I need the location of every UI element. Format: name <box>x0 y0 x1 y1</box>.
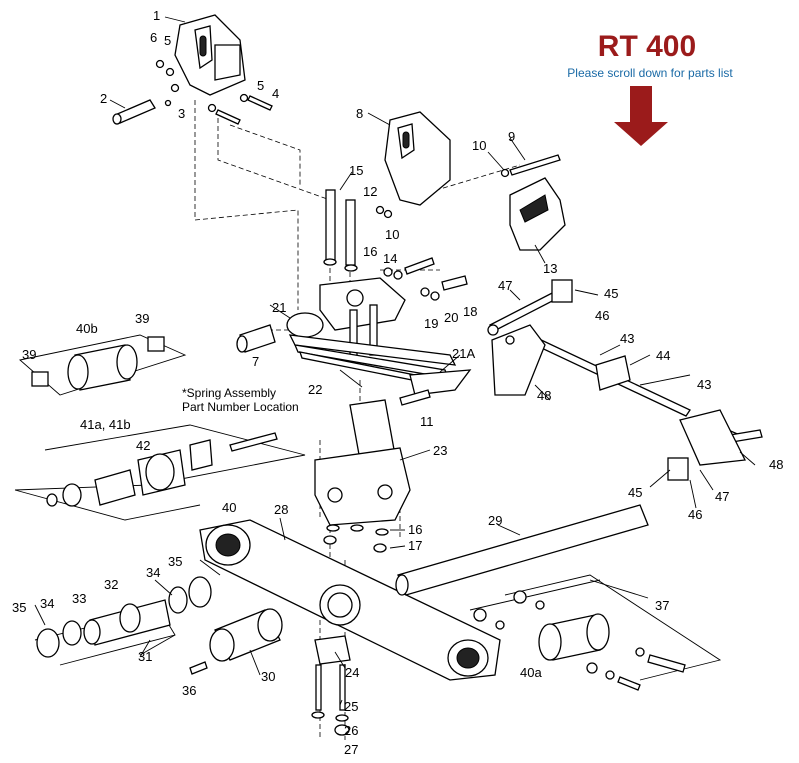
callout-10b: 10 <box>385 227 399 242</box>
callout-28: 28 <box>274 502 288 517</box>
callout-leaders <box>34 16 756 706</box>
bushing-assembly-40a <box>473 590 686 691</box>
callout-32: 32 <box>104 577 118 592</box>
pin-2 <box>112 99 156 125</box>
callout-34b: 34 <box>40 596 54 611</box>
down-arrow-icon[interactable] <box>614 86 668 146</box>
hanger-hardware-front <box>155 59 273 125</box>
callout-45a: 45 <box>604 286 618 301</box>
callout-24: 24 <box>345 665 359 680</box>
callout-21a: 21A <box>452 346 475 361</box>
callout-13: 13 <box>543 261 557 276</box>
callout-26: 26 <box>344 723 358 738</box>
callout-16a: 16 <box>363 244 377 259</box>
callout-9: 9 <box>508 129 515 144</box>
callout-34a: 34 <box>146 565 160 580</box>
rear-hanger-hardware <box>375 154 561 219</box>
callout-42: 42 <box>136 438 150 453</box>
bushing-kit <box>36 576 212 658</box>
callout-40: 40 <box>222 500 236 515</box>
callout-36: 36 <box>182 683 196 698</box>
callout-11: 11 <box>420 414 434 429</box>
callout-15: 15 <box>349 163 363 178</box>
callout-21: 21 <box>272 300 286 315</box>
frame-hanger-rear <box>384 111 451 206</box>
callout-4: 4 <box>272 86 279 101</box>
spring-assembly <box>286 277 472 396</box>
callout-43a: 43 <box>620 331 634 346</box>
trailing-beam <box>199 519 501 681</box>
callout-47a: 47 <box>498 278 512 293</box>
bushing-assembly-40b <box>31 336 165 391</box>
beam-bushing <box>209 608 283 662</box>
torque-rod-assembly <box>487 279 763 481</box>
spring-note-line1: *Spring Assembly <box>182 386 276 400</box>
beam-lower-hardware <box>311 635 351 736</box>
callout-10a: 10 <box>472 138 486 153</box>
callout-47b: 47 <box>715 489 729 504</box>
callout-30: 30 <box>261 669 275 684</box>
callout-35b: 35 <box>12 600 26 615</box>
u-bolts <box>323 189 358 272</box>
spring-bushing <box>236 324 276 353</box>
callout-41: 41a, 41b <box>80 417 131 432</box>
callout-16b: 16 <box>408 522 422 537</box>
callout-45b: 45 <box>628 485 642 500</box>
callout-35a: 35 <box>168 554 182 569</box>
callout-2: 2 <box>100 91 107 106</box>
callout-7: 7 <box>252 354 259 369</box>
callout-40b: 40b <box>76 321 98 336</box>
callout-29: 29 <box>488 513 502 528</box>
callout-20: 20 <box>444 310 458 325</box>
callout-8: 8 <box>356 106 363 121</box>
frame-hanger-front <box>174 14 246 96</box>
bushing-assembly-41 <box>46 432 278 507</box>
callout-5a: 5 <box>164 33 171 48</box>
axle-seat <box>314 399 411 526</box>
pin-11 <box>399 389 431 406</box>
spring-note-line2: Part Number Location <box>182 400 299 414</box>
callout-23: 23 <box>433 443 447 458</box>
callout-46b: 46 <box>688 507 702 522</box>
callout-31: 31 <box>138 649 152 664</box>
callout-1: 1 <box>153 8 160 23</box>
callout-22: 22 <box>308 382 322 397</box>
callout-39a: 39 <box>22 347 36 362</box>
callout-40a: 40a <box>520 665 542 680</box>
callout-44: 44 <box>656 348 670 363</box>
callout-17: 17 <box>408 538 422 553</box>
callout-12: 12 <box>363 184 377 199</box>
callout-27: 27 <box>344 742 358 757</box>
callout-25: 25 <box>344 699 358 714</box>
callout-3: 3 <box>178 106 185 121</box>
axle-seat-nuts <box>323 524 389 553</box>
torque-rod-bracket <box>509 177 566 251</box>
callout-6: 6 <box>150 30 157 45</box>
callout-14: 14 <box>383 251 397 266</box>
callout-5b: 5 <box>257 78 264 93</box>
page-title: RT 400 <box>597 30 697 63</box>
axle-tube <box>395 504 649 596</box>
saddle-hardware <box>383 257 468 301</box>
callout-43b: 43 <box>697 377 711 392</box>
callout-39b: 39 <box>135 311 149 326</box>
callout-33: 33 <box>72 591 86 606</box>
callout-18: 18 <box>463 304 477 319</box>
callout-48b: 48 <box>769 457 783 472</box>
callout-46a: 46 <box>595 308 609 323</box>
callout-19: 19 <box>424 316 438 331</box>
callout-37: 37 <box>655 598 669 613</box>
grease-fitting <box>189 661 208 675</box>
scroll-hint[interactable]: Please scroll down for parts list <box>567 66 733 80</box>
callout-labels: 1 2 3 4 5 5 6 7 8 9 10 10 11 12 13 14 15… <box>12 8 783 757</box>
callout-48a: 48 <box>537 388 551 403</box>
